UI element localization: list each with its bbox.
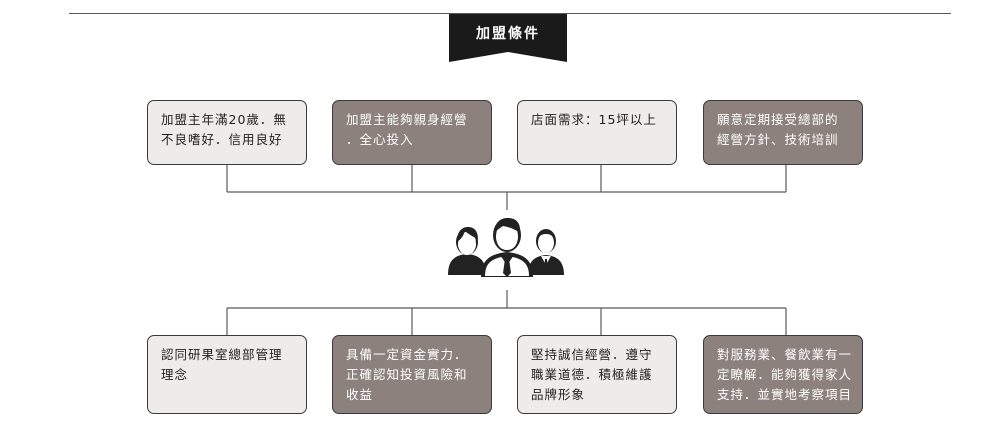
condition-box-top-1: 加盟主年滿20歲．無 不良嗜好．信用良好	[147, 100, 307, 165]
banner-ribbon-shape	[449, 14, 567, 62]
condition-box-bottom-1: 認同研果室總部管理 理念	[147, 335, 307, 414]
man-figure-right-icon	[528, 229, 564, 275]
condition-box-top-4: 願意定期接受總部的 經營方針、技術培訓	[703, 100, 863, 165]
condition-box-bottom-3: 堅持誠信經營．遵守 職業道德．積極維護 品牌形象	[517, 335, 677, 414]
condition-box-top-2: 加盟主能夠親身經營 ．全心投入	[332, 100, 492, 165]
condition-box-top-3: 店面需求：15坪以上	[517, 100, 677, 165]
banner-title: 加盟條件	[476, 26, 540, 42]
condition-box-bottom-2: 具備一定資金實力． 正確認知投資風險和 收益	[332, 335, 492, 414]
man-figure-center-icon	[481, 218, 533, 277]
title-banner: 加盟條件	[449, 14, 567, 62]
woman-figure-icon	[448, 227, 486, 275]
people-group-icon	[448, 218, 564, 277]
top-divider-line	[69, 13, 951, 14]
condition-box-bottom-4: 對服務業、餐飲業有一 定瞭解．能夠獲得家人 支持．並實地考察項目	[703, 335, 863, 414]
